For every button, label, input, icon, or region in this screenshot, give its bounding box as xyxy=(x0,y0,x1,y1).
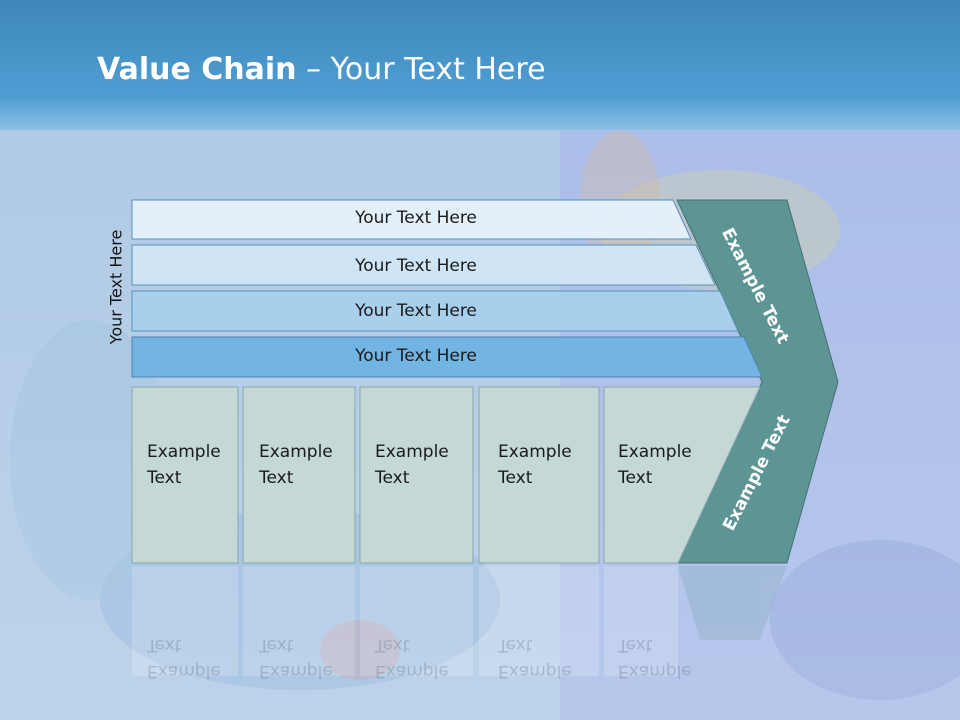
bar-4-label: Your Text Here xyxy=(355,346,477,366)
box-1 xyxy=(131,386,239,564)
bar-3 xyxy=(131,290,739,332)
bar-1-label: Your Text Here xyxy=(355,208,477,228)
bar-2 xyxy=(131,244,716,286)
chevron-arrow xyxy=(676,199,839,564)
bar-4 xyxy=(131,336,763,378)
bar-2-label: Your Text Here xyxy=(355,256,477,276)
box-2 xyxy=(242,386,356,564)
slide-title: Value Chain – Your Text Here xyxy=(97,52,546,87)
title-rest: – Your Text Here xyxy=(296,52,546,87)
bar-3-label: Your Text Here xyxy=(355,301,477,321)
bar-1 xyxy=(131,199,692,240)
box-5 xyxy=(603,386,761,564)
box-3 xyxy=(359,386,474,564)
header-band xyxy=(0,0,960,130)
reflection xyxy=(132,566,787,676)
box-4 xyxy=(478,386,600,564)
title-bold: Value Chain xyxy=(97,52,297,87)
